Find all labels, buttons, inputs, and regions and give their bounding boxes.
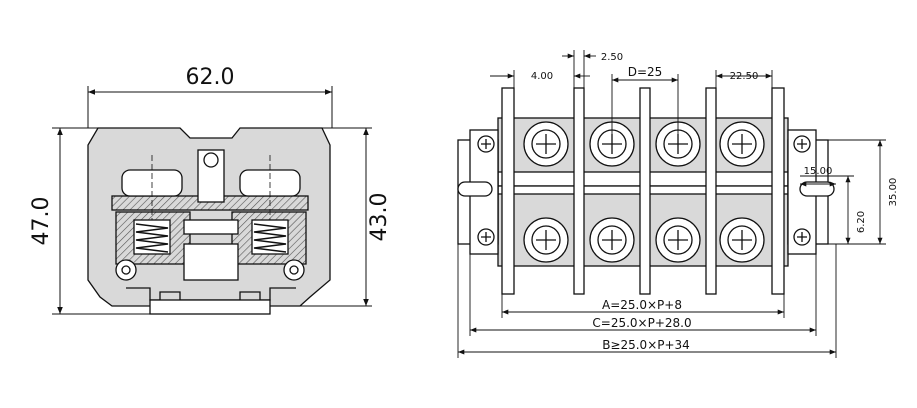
top-dimensions xyxy=(457,50,886,358)
side-dimensions xyxy=(52,86,372,315)
dim-22-50: 22.50 xyxy=(730,71,759,82)
dim-6-20: 6.20 xyxy=(856,211,867,233)
height-left-label: 47.0 xyxy=(29,197,54,246)
dim-35-00: 35.00 xyxy=(888,178,899,207)
dim-15-00: 15.00 xyxy=(804,166,833,177)
terminal-screws-bottom xyxy=(523,217,765,263)
dim-d: D=25 xyxy=(628,65,663,79)
height-right-label: 43.0 xyxy=(367,193,392,242)
formula-a: A=25.0×P+8 xyxy=(602,298,682,312)
dim-2-50: 2.50 xyxy=(601,52,623,63)
formula-b: B≥25.0×P+34 xyxy=(602,338,690,352)
formula-c: C=25.0×P+28.0 xyxy=(592,316,691,330)
dim-4: 4.00 xyxy=(531,71,553,82)
side-view xyxy=(87,127,331,315)
terminal-screws-top xyxy=(523,121,765,167)
side-center-hole xyxy=(203,152,219,168)
width-label: 62.0 xyxy=(186,65,235,90)
top-view xyxy=(457,87,835,295)
left-mount-slot xyxy=(457,181,493,197)
